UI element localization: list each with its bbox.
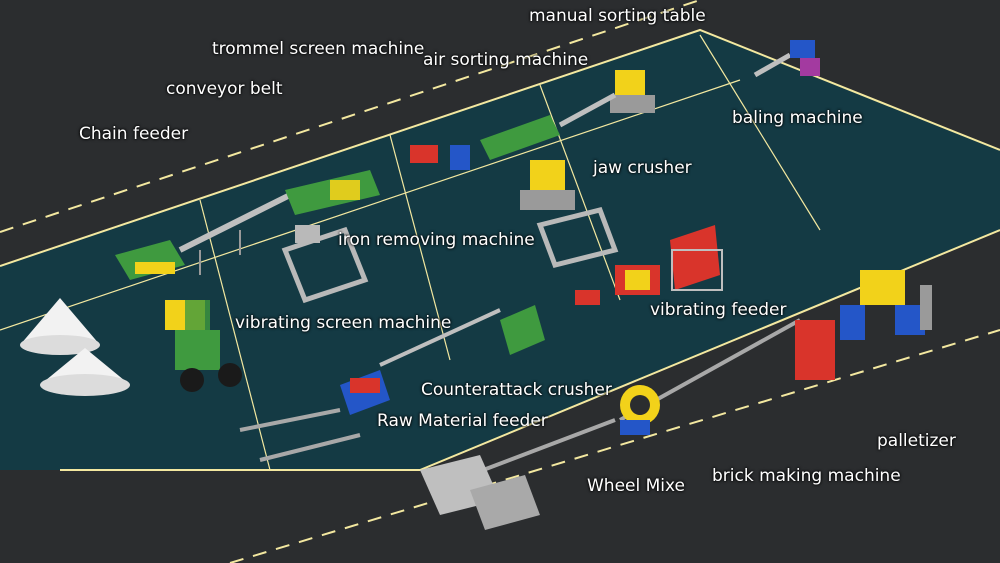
road-dashed-line-top bbox=[0, 0, 701, 233]
label-trommel-screen-machine: trommel screen machine bbox=[212, 39, 425, 59]
vibrating-feeder-unit bbox=[670, 225, 723, 291]
label-raw-material-feeder: Raw Material feeder bbox=[377, 411, 548, 431]
counterattack-crusher-unit bbox=[500, 290, 600, 355]
storage-tanks bbox=[281, 207, 619, 304]
floor-edge-top bbox=[0, 28, 1000, 267]
label-jaw-crusher: jaw crusher bbox=[593, 158, 692, 178]
label-brick-making-machine: brick making machine bbox=[712, 466, 901, 486]
label-vibrating-screen-machine: vibrating screen machine bbox=[235, 313, 452, 333]
vibrating-screen-unit bbox=[340, 308, 501, 415]
label-vibrating-feeder: vibrating feeder bbox=[650, 300, 787, 320]
wheel-mixer-unit bbox=[620, 385, 660, 435]
manual-sorting-unit bbox=[558, 70, 655, 128]
label-conveyor-belt: conveyor belt bbox=[166, 79, 283, 99]
label-air-sorting-machine: air sorting machine bbox=[423, 50, 589, 70]
secondary-crusher-unit bbox=[520, 160, 575, 210]
brick-making-unit bbox=[795, 305, 865, 380]
conveyor-belt-machine bbox=[178, 192, 292, 275]
loader-vehicle bbox=[165, 300, 242, 392]
jaw-crusher-unit bbox=[615, 265, 660, 295]
air-sorting-unit bbox=[480, 115, 560, 160]
label-iron-removing-machine: iron removing machine bbox=[338, 230, 535, 250]
label-counterattack-crusher: Counterattack crusher bbox=[421, 380, 612, 400]
factory-floor bbox=[0, 30, 1000, 470]
palletizer-unit bbox=[860, 270, 932, 335]
label-wheel-mixe: Wheel Mixe bbox=[587, 476, 686, 496]
trommel-screen-unit bbox=[285, 170, 380, 215]
raw-material-feeder-unit bbox=[420, 455, 540, 530]
label-baling-machine: baling machine bbox=[732, 108, 863, 128]
sand-piles bbox=[20, 298, 130, 396]
label-palletizer: palletizer bbox=[877, 431, 956, 451]
chain-feeder-machine bbox=[115, 240, 185, 280]
iron-remover-unit bbox=[410, 145, 470, 170]
label-chain-feeder: Chain feeder bbox=[79, 124, 189, 144]
baling-machine-unit bbox=[753, 40, 820, 78]
label-manual-sorting-table: manual sorting table bbox=[529, 6, 706, 26]
